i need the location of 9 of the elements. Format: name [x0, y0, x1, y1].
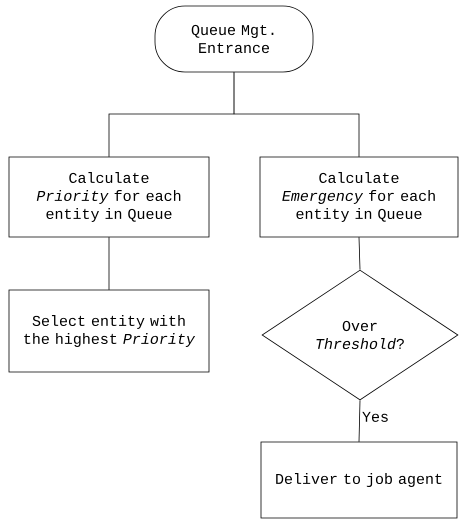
- process-box: Calculate Emergency for each entity in Queue: [260, 156, 458, 238]
- connector-line: [234, 72, 360, 157]
- process-box: Calculate Priority for each entity in Queue: [8, 156, 210, 238]
- connector-line: [358, 237, 360, 270]
- connector-line: [358, 400, 360, 442]
- process-box: Deliver to job agent: [260, 442, 458, 518]
- edge-label: Yes: [362, 412, 388, 422]
- process-box: Select entity with the highest Priority: [8, 290, 210, 372]
- connector-line: [108, 237, 110, 290]
